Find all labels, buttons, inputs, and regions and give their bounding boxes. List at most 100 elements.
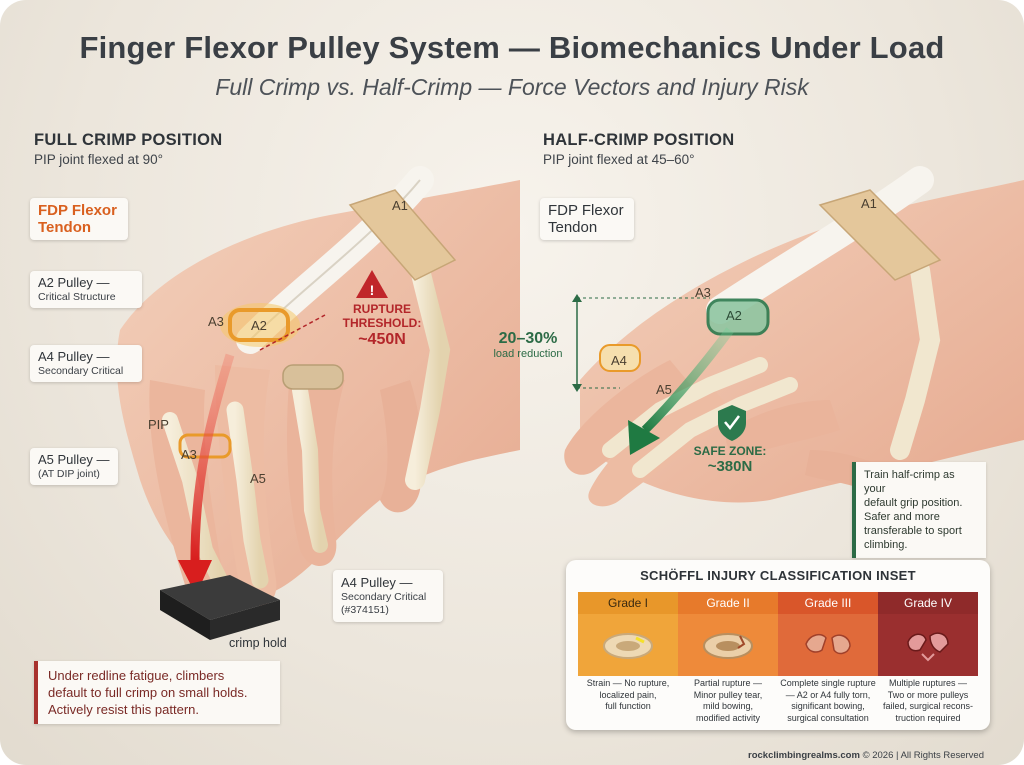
footer-site-link[interactable]: rockclimbingrealms.com [748, 750, 860, 761]
grade-3-image [778, 614, 878, 676]
grade-2-panel: Grade II [678, 592, 778, 676]
safe-force-arrow-shaft [641, 327, 734, 434]
half-crimp-illustration [564, 166, 1024, 507]
grade-3-desc-line-2: — A2 or A4 fully torn, [785, 689, 871, 700]
a2-pulley-label-main: A2 Pulley — [38, 275, 110, 290]
grade-2-desc-line-4: modified activity [695, 712, 761, 723]
right-index-finger [564, 360, 695, 475]
fdp-right-line-1: FDP Flexor [548, 202, 624, 219]
grade-3-desc: Complete single rupture — A2 or A4 fully… [778, 678, 878, 724]
pinky-bones [405, 260, 451, 490]
grade-1-desc-line-1: Strain — No rupture, [586, 678, 670, 688]
warning-note-line-2: default to full crimp on small holds. [48, 685, 248, 700]
tag-pip-left: PIP [148, 417, 169, 432]
grade-1-desc-line-2: localized pain, [599, 689, 657, 700]
load-reduction-text: load reduction [493, 348, 563, 360]
intact-pulley-icon [603, 633, 653, 659]
crimp-hold-label: crimp hold [229, 636, 287, 650]
a4-pulley-band [282, 364, 344, 390]
fdp-label-line-2: Tendon [38, 219, 92, 236]
tag-a5-right: A5 [656, 382, 672, 397]
a5-pulley-label-sub: (AT DIP joint) [38, 468, 100, 480]
grade-4-desc-line-1: Multiple ruptures — [888, 678, 968, 688]
fdp-right-line-2: Tendon [548, 219, 598, 236]
grade-4-desc-line-3: failed, surgical recons- [882, 701, 974, 711]
a5-pulley-label-main: A5 Pulley — [38, 452, 110, 467]
grade-1-image [578, 614, 678, 676]
warning-note-line-1: Under redline fatigue, climbers [48, 668, 225, 683]
footer-credit: rockclimbingrealms.com © 2026 | All Righ… [748, 750, 984, 761]
rupture-label-line-2: THRESHOLD: [342, 316, 422, 330]
grade-4-desc: Multiple ruptures — Two or more pulleys … [878, 678, 978, 724]
right-a4-band [599, 344, 641, 372]
a4-right-label-sub: Secondary Critical [341, 591, 427, 603]
fdp-label-line-1: FDP Flexor [38, 202, 117, 219]
a2-pulley-band [228, 308, 290, 342]
grade-2-desc-line-3: mild bowing, [702, 701, 754, 711]
full-rupture-icon [805, 633, 851, 655]
rupture-line [259, 314, 326, 351]
grade-2-image [678, 614, 778, 676]
half-crimp-tip-note: Train half-crimp as your default grip po… [852, 462, 986, 558]
grade-4-panel: Grade IV [878, 592, 978, 676]
force-arrow-head [178, 560, 212, 595]
force-arrow-shaft [190, 353, 235, 561]
tag-a5-left: A5 [250, 471, 266, 486]
crimp-hold-side [160, 590, 210, 640]
safe-zone-text: SAFE ZONE: [693, 444, 767, 458]
grade-2-header: Grade II [678, 592, 778, 614]
grade-4-desc-line-4: truction required [895, 712, 961, 723]
half-crimp-title: HALF-CRIMP POSITION [543, 131, 735, 149]
full-crimp-illustration: ! [116, 166, 520, 640]
a4-pulley-label: A4 Pulley — Secondary Critical [30, 345, 142, 382]
grade-3-desc-line-3: significant bowing, [791, 701, 865, 711]
a4-right-label-code: (#374151) [341, 604, 389, 616]
right-fdp-tendon [706, 166, 934, 324]
grade-3-panel: Grade III [778, 592, 878, 676]
grade-2-desc-line-2: Minor pulley tear, [693, 689, 763, 700]
tag-a3b-left: A3 [181, 447, 197, 462]
warning-mark: ! [370, 282, 375, 298]
a4-pulley-label-right: A4 Pulley — Secondary Critical (#374151) [333, 570, 443, 622]
grade-4-header: Grade IV [878, 592, 978, 614]
load-reduction-label: 20–30% load reduction [481, 330, 575, 360]
partial-tear-icon [703, 633, 753, 659]
safe-zone-value: ~380N [707, 458, 753, 475]
tag-a4-right: A4 [611, 353, 627, 368]
full-crimp-warning-note: Under redline fatigue, climbers default … [34, 661, 280, 724]
a2-pulley-label-sub: Critical Structure [38, 291, 116, 303]
shield-check-icon [718, 405, 746, 441]
fdp-label-right: FDP Flexor Tendon [540, 198, 634, 240]
grade-3-desc-line-1: Complete single rupture [780, 678, 876, 688]
reduction-guides [577, 297, 710, 389]
grade-3-header: Grade III [778, 592, 878, 614]
safe-zone-label: SAFE ZONE: ~380N [680, 444, 780, 475]
half-crimp-subtitle: PIP joint flexed at 45–60° [543, 152, 695, 167]
grade-3-desc-line-4: surgical consultation [787, 712, 869, 723]
right-a2-band [706, 298, 770, 336]
grade-1-desc: Strain — No rupture, localized pain, ful… [578, 678, 678, 713]
page-title: Finger Flexor Pulley System — Biomechani… [79, 30, 945, 65]
right-a1-band [818, 189, 942, 281]
full-crimp-title: FULL CRIMP POSITION [34, 131, 223, 149]
tip-note-line-4: transferable to sport [864, 525, 962, 537]
a4-right-label-main: A4 Pulley — [341, 575, 413, 590]
tag-a1-right: A1 [861, 196, 877, 211]
tag-a3-left: A3 [208, 314, 224, 329]
tip-note-line-3: Safer and more [864, 511, 940, 523]
multiple-rupture-icon [907, 632, 949, 662]
rupture-label-line-1: RUPTURE [352, 302, 411, 316]
fdp-label-left: FDP Flexor Tendon [30, 198, 128, 240]
footer-copyright: © 2026 | All Rights Reserved [859, 750, 984, 761]
grade-2-desc-line-1: Partial rupture — [693, 678, 763, 688]
grade-4-image [878, 614, 978, 676]
right-bones-3 [890, 260, 941, 460]
a4-pulley-label-sub: Secondary Critical [38, 365, 124, 377]
load-reduction-value: 20–30% [498, 330, 558, 347]
warning-note-line-3: Actively resist this pattern. [48, 702, 199, 717]
tip-note-line-5: climbing. [864, 539, 908, 551]
rupture-threshold-label: RUPTURE THRESHOLD: ~450N [332, 302, 432, 350]
page-subtitle: Full Crimp vs. Half-Crimp — Force Vector… [215, 74, 809, 100]
tag-a2-left: A2 [251, 318, 267, 333]
a2-glow [220, 303, 300, 347]
